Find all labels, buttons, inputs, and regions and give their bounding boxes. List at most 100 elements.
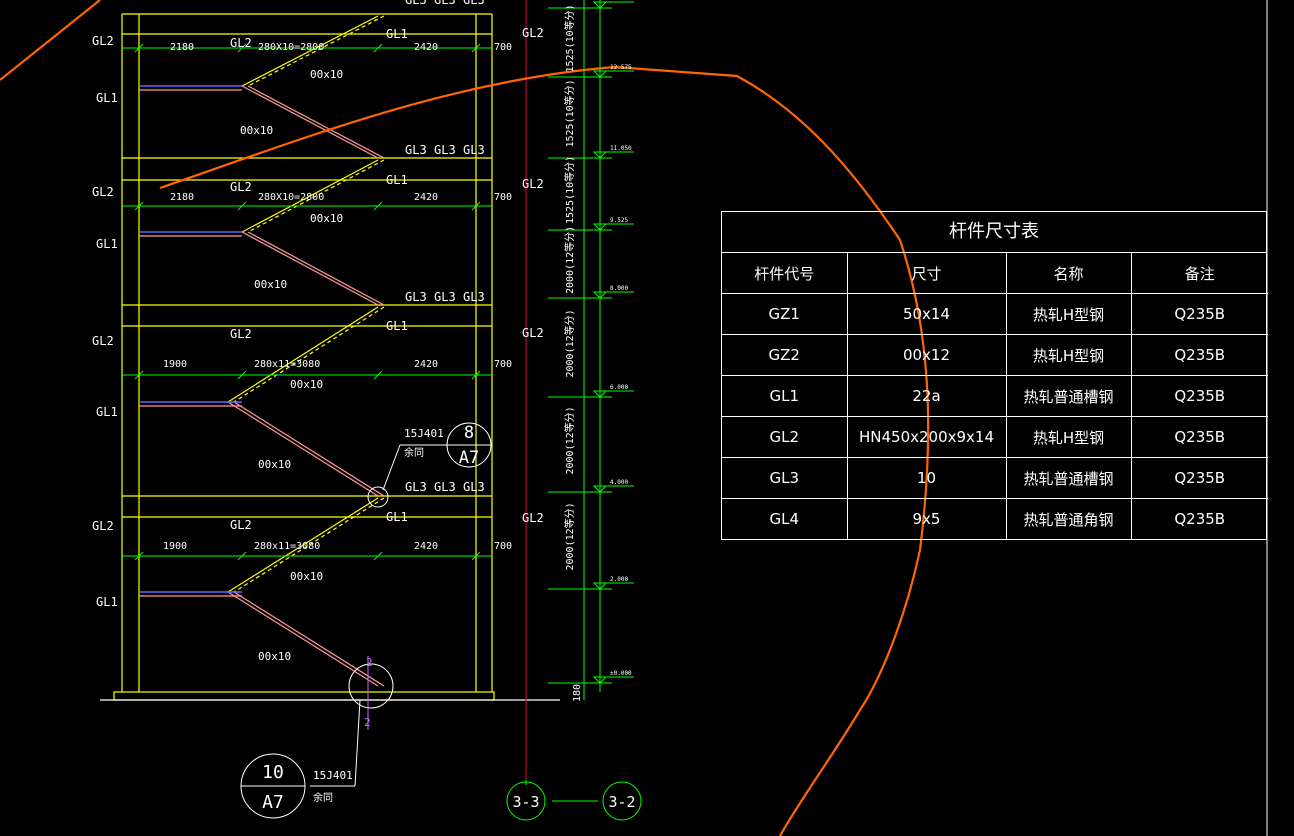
beam-label-gl2: GL2 [522,26,544,40]
dim-tick [237,370,247,380]
dim-700: 700 [494,42,512,53]
detail-8-number: 8 [464,423,474,443]
stair-stringer [227,401,379,497]
header-cell: 杆件代号 [722,253,848,294]
dim-tick [134,201,144,211]
beam-label-gl3: GL3 [405,0,427,7]
table-cell: 热轧H型钢 [1005,416,1132,458]
table-cell: GZ1 [722,293,848,335]
detail-8-note: 余同 [404,446,424,459]
stair-stringer [241,159,379,233]
base-dim-180: 180 [572,684,583,702]
floor-level-text: 8.000 [610,285,628,292]
table-cell: 50x14 [846,293,1007,335]
section-mark-top: 2 [366,656,373,669]
beam-label-gl2: GL2 [522,177,544,191]
dim-tick [237,43,247,53]
beam-label-gl3: GL3 [434,143,456,157]
table-cell: GL1 [722,375,848,417]
dim-1900: 1900 [163,541,187,552]
header-cell: 尺寸 [846,253,1007,294]
beam-label-gl1: GL1 [386,27,408,41]
floor-level-text: 14.000 [610,0,632,2]
table-cell: Q235B [1130,334,1268,376]
platform-dim: 00x10 [310,68,343,81]
dim-700: 700 [494,192,512,203]
beam-label-gl1: GL1 [386,319,408,333]
beam-label-gl3: GL3 [434,0,456,7]
axis-bubble-right[interactable] [602,781,642,821]
table-cell: 22a [846,375,1007,417]
level-triangle [592,151,608,159]
level-triangle [592,676,608,684]
header-cell: 名称 [1005,253,1132,294]
beam-label-gl2: GL2 [92,185,114,199]
annotation-labels: 14.00012.57511.0509.5258.0006.0004.0002.… [92,0,632,677]
stair-stringer [247,231,385,306]
beam-label-gl2: GL2 [230,327,252,341]
table-cell: 热轧H型钢 [1005,293,1132,335]
dim-tick [373,43,383,53]
header-cell: 备注 [1130,253,1268,294]
beam-label-gl3: GL3 [463,480,485,494]
platform-dim: 00x10 [254,278,287,291]
floor-level-text: 2.000 [610,576,628,583]
stair-stringer [241,15,379,87]
table-row: GL2 HN450x200x9x14 热轧H型钢 Q235B [722,416,1268,458]
platform-dim: 00x10 [258,650,291,663]
table-cell: Q235B [1130,293,1268,335]
level-triangle [592,70,608,78]
dim-1900: 1900 [163,359,187,370]
beam-label-gl3: GL3 [434,480,456,494]
dim-2420: 2420 [414,192,438,203]
platform-dim: 00x10 [240,124,273,137]
stair-height-text: 1525(10等分) [563,79,576,147]
stair-run-dim: 280x11=3080 [254,359,320,370]
dim-tick [471,201,481,211]
stair-stringer [241,231,379,306]
beam-label-gl3: GL3 [463,143,485,157]
beam-label-gl3: GL3 [405,480,427,494]
beam-label-gl2: GL2 [522,326,544,340]
floor-level-text: 11.050 [610,145,632,152]
dim-tick [373,370,383,380]
dim-700: 700 [494,541,512,552]
floor-level-text: 4.000 [610,479,628,486]
detail-8-ref: 15J401 [404,427,444,440]
detail-8-sheet: A7 [459,448,479,468]
table-title: 杆件尺寸表 [722,212,1266,253]
level-triangle [592,485,608,493]
detail-callout-10[interactable]: 2 2 10 A7 15J401 余同 [240,656,394,819]
dim-tick [237,201,247,211]
beam-label-gl3: GL3 [434,290,456,304]
table-cell: GL3 [722,457,848,499]
dim-tick [471,370,481,380]
table-grid: 杆件代号 尺寸 名称 备注 GZ1 50x14 热轧H型钢 Q235B GZ2 … [722,253,1268,539]
dimension-lines [122,0,634,700]
table-row: GL1 22a 热轧普通槽钢 Q235B [722,375,1268,417]
platform-dim: 00x10 [290,570,323,583]
stair-height-text: 1525(10等分) [563,4,576,72]
platform-dim: 00x10 [310,212,343,225]
dim-2420: 2420 [414,541,438,552]
stair-height-text: 2000(12等分) [563,226,576,294]
axis-bubble-left[interactable] [506,781,546,821]
table-cell: 热轧H型钢 [1005,334,1132,376]
table-cell: GL4 [722,498,848,539]
floor-level-text: 6.000 [610,384,628,391]
platform-dim: 00x10 [258,458,291,471]
beam-label-gl2: GL2 [92,34,114,48]
table-cell: Q235B [1130,416,1268,458]
dim-tick [471,551,481,561]
detail-callout-8[interactable]: 8 A7 15J401 余同 [367,422,492,508]
stair-flights [139,15,385,687]
dim-tick [471,43,481,53]
dim-tick [237,551,247,561]
stair-stringer [227,591,379,687]
dim-tick [134,551,144,561]
dim-tick [373,551,383,561]
dim-2180: 2180 [170,192,194,203]
table-cell: 热轧普通槽钢 [1005,375,1132,417]
